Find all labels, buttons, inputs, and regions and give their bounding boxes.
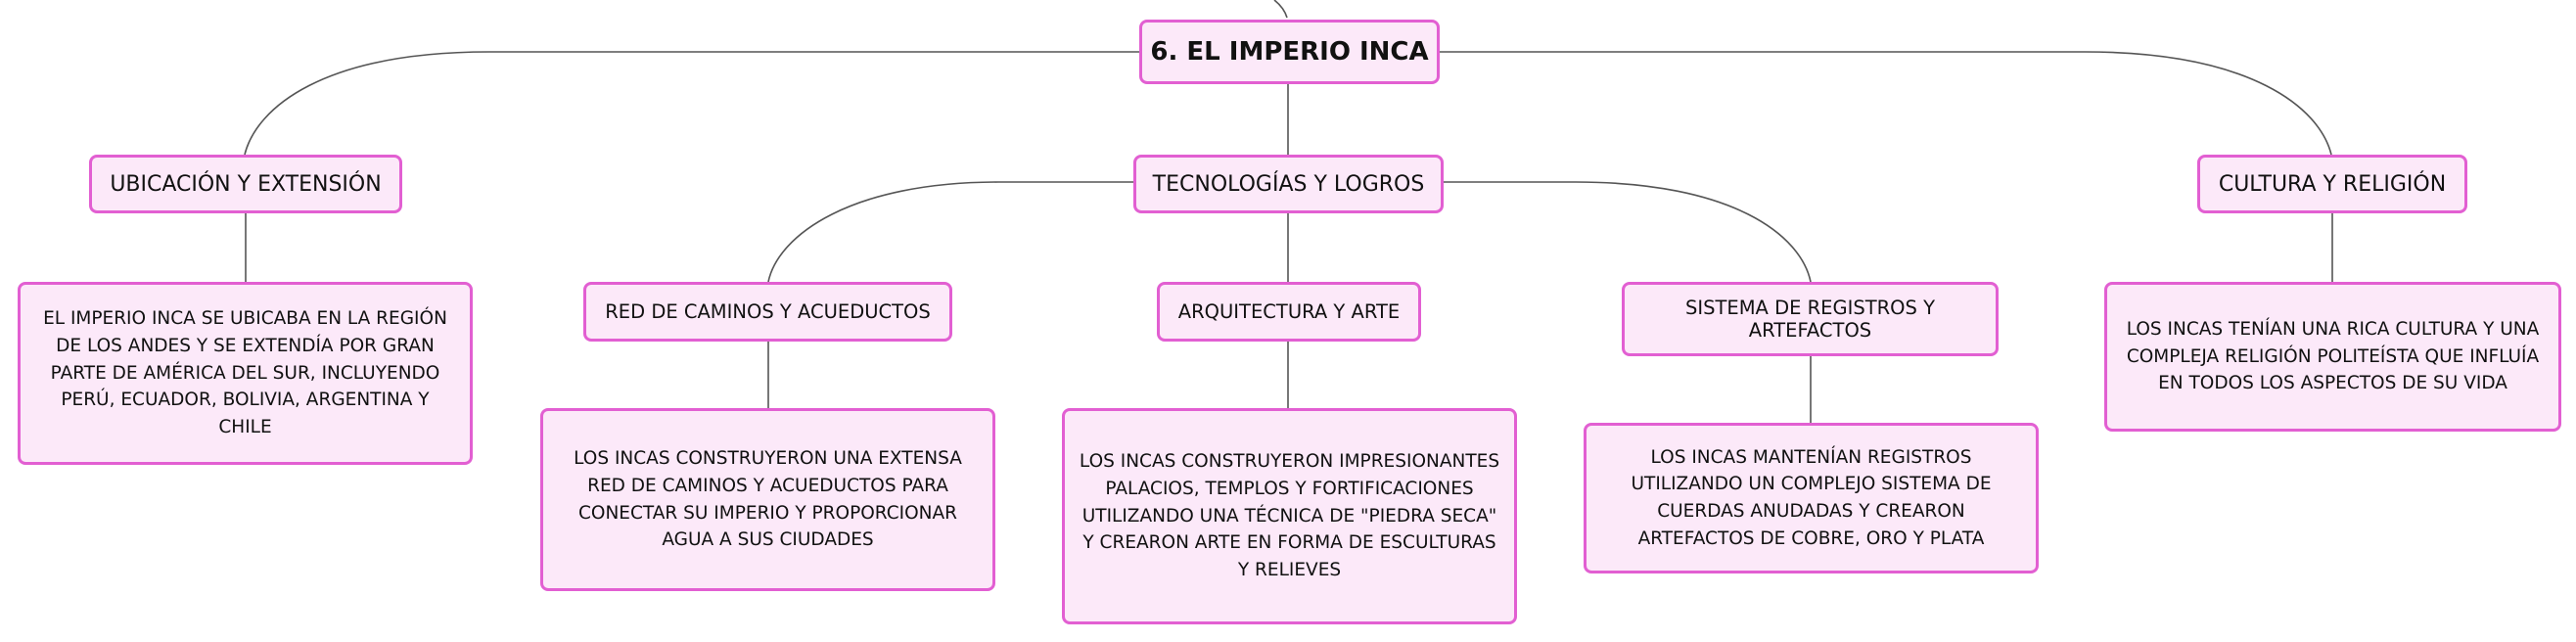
caminos-description-text: LOS INCAS CONSTRUYERON UNA EXTENSA RED D… bbox=[574, 448, 962, 551]
cultura-node-label: CULTURA Y RELIGIÓN bbox=[2218, 171, 2447, 197]
root-node[interactable]: 6. EL IMPERIO INCA bbox=[1139, 20, 1440, 84]
registros-description-node[interactable]: LOS INCAS MANTENÍAN REGISTROS UTILIZANDO… bbox=[1584, 423, 2039, 573]
registros-node-label: SISTEMA DE REGISTROS Y ARTEFACTOS bbox=[1684, 297, 1936, 342]
arquitectura-node-label: ARQUITECTURA Y ARTE bbox=[1177, 300, 1401, 323]
ubicacion-node-label: UBICACIÓN Y EXTENSIÓN bbox=[110, 171, 382, 197]
arquitectura-description-node[interactable]: LOS INCAS CONSTRUYERON IMPRESIONANTES PA… bbox=[1062, 408, 1517, 624]
cultura-description-node[interactable]: LOS INCAS TENÍAN UNA RICA CULTURA Y UNA … bbox=[2104, 282, 2561, 432]
connector-tecnologias-caminos bbox=[767, 181, 1135, 283]
connector-root-cultura bbox=[1436, 51, 2332, 156]
registros-node[interactable]: SISTEMA DE REGISTROS Y ARTEFACTOS bbox=[1622, 282, 1999, 356]
caminos-description-node[interactable]: LOS INCAS CONSTRUYERON UNA EXTENSA RED D… bbox=[540, 408, 995, 591]
arquitectura-node[interactable]: ARQUITECTURA Y ARTE bbox=[1157, 282, 1421, 342]
registros-description-text: LOS INCAS MANTENÍAN REGISTROS UTILIZANDO… bbox=[1631, 446, 1992, 549]
connector-parent-root bbox=[1273, 0, 1288, 19]
tecnologias-node-label: TECNOLOGÍAS Y LOGROS bbox=[1152, 171, 1425, 197]
ubicacion-description-node[interactable]: EL IMPERIO INCA SE UBICABA EN LA REGIÓN … bbox=[18, 282, 473, 465]
ubicacion-description-text: EL IMPERIO INCA SE UBICABA EN LA REGIÓN … bbox=[43, 308, 447, 438]
caminos-node[interactable]: RED DE CAMINOS Y ACUEDUCTOS bbox=[583, 282, 952, 342]
connector-tecnologias-registros bbox=[1441, 181, 1812, 283]
ubicacion-node[interactable]: UBICACIÓN Y EXTENSIÓN bbox=[89, 155, 402, 213]
connector-root-ubicacion bbox=[244, 51, 1139, 156]
cultura-description-text: LOS INCAS TENÍAN UNA RICA CULTURA Y UNA … bbox=[2126, 318, 2540, 394]
root-node-label: 6. EL IMPERIO INCA bbox=[1150, 37, 1429, 67]
tecnologias-node[interactable]: TECNOLOGÍAS Y LOGROS bbox=[1133, 155, 1444, 213]
arquitectura-description-text: LOS INCAS CONSTRUYERON IMPRESIONANTES PA… bbox=[1079, 451, 1500, 581]
caminos-node-label: RED DE CAMINOS Y ACUEDUCTOS bbox=[605, 300, 931, 323]
cultura-node[interactable]: CULTURA Y RELIGIÓN bbox=[2197, 155, 2467, 213]
